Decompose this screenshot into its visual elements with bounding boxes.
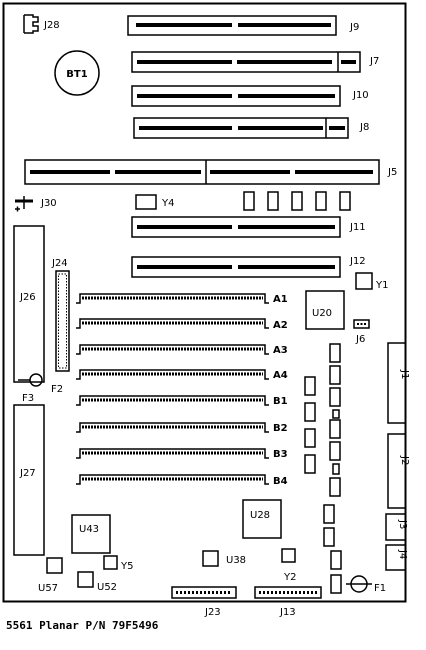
label-j28: J28 [43, 20, 60, 31]
chip-u20 [305, 290, 345, 330]
label-b2: B2 [273, 423, 288, 434]
fuse-f2 [29, 373, 43, 387]
label-j11: J11 [349, 222, 366, 233]
slot-j9 [127, 15, 337, 36]
label-j26: J26 [19, 292, 36, 303]
chip-u28 [242, 499, 282, 539]
chip-u43 [71, 514, 111, 554]
label-j23: J23 [204, 607, 221, 618]
label-j10: J10 [352, 90, 369, 101]
memory-sockets [76, 293, 269, 485]
slot-j8 [133, 117, 349, 139]
label-u52: U52 [97, 582, 117, 593]
label-f2: F2 [51, 384, 63, 395]
connector-j27 [13, 404, 45, 556]
label-j6: J6 [355, 334, 365, 345]
connector-j1 [387, 342, 405, 424]
connector-j2 [387, 433, 405, 509]
connector-j23 [171, 586, 237, 599]
label-j7: J7 [369, 56, 379, 67]
label-j30: J30 [40, 198, 57, 209]
connector-j26 [13, 225, 45, 383]
label-u28: U28 [250, 510, 270, 521]
socket-row [243, 191, 351, 211]
jumper-j6 [353, 319, 370, 329]
label-j5: J5 [387, 167, 397, 178]
label-bt1: BT1 [66, 69, 87, 80]
label-j12: J12 [349, 256, 366, 267]
chip-u38 [202, 550, 219, 567]
label-j27: J27 [19, 468, 36, 479]
label-a1: A1 [273, 294, 288, 305]
slot-j5 [24, 159, 380, 185]
label-u43: U43 [79, 524, 99, 535]
connector-j30 [15, 196, 33, 212]
label-a4: A4 [273, 370, 288, 381]
label-j13: J13 [279, 607, 296, 618]
label-j2: J2 [399, 455, 410, 465]
label-j4: J4 [397, 549, 408, 559]
connector-j4 [385, 544, 405, 571]
crystal-y5 [103, 555, 118, 570]
chip-u52 [77, 571, 94, 588]
connector-j28 [23, 14, 39, 34]
label-j9: J9 [349, 22, 359, 33]
label-y2: Y2 [283, 572, 296, 583]
slot-j12 [131, 256, 341, 278]
slot-j7 [131, 51, 361, 73]
component-column [304, 343, 342, 594]
label-u20: U20 [312, 308, 332, 319]
label-j3: J3 [397, 519, 408, 529]
fuse-f1 [346, 575, 372, 593]
slot-j10 [131, 85, 341, 107]
battery-bt1 [54, 50, 100, 96]
label-f1: F1 [374, 583, 386, 594]
label-b3: B3 [273, 449, 288, 460]
label-f3: F3 [22, 393, 34, 404]
chip-u57 [46, 557, 63, 574]
crystal-y1 [355, 272, 373, 290]
crystal-y2 [281, 548, 296, 563]
label-a3: A3 [273, 345, 288, 356]
slot-j11 [131, 216, 341, 238]
board-caption: 5561 Planar P/N 79F5496 [6, 619, 159, 632]
label-u57: U57 [38, 583, 58, 594]
connector-j24 [55, 270, 70, 372]
label-y4: Y4 [161, 198, 174, 209]
label-j8: J8 [359, 122, 369, 133]
label-b1: B1 [273, 396, 288, 407]
label-b4: B4 [273, 476, 288, 487]
label-j24: J24 [51, 258, 68, 269]
connector-j3 [385, 513, 405, 541]
label-u38: U38 [226, 555, 246, 566]
label-j1: J1 [399, 369, 410, 379]
crystal-y4 [135, 194, 157, 210]
label-y5: Y5 [120, 561, 133, 572]
connector-j13 [254, 586, 322, 599]
board-outline [2, 2, 407, 603]
label-y1: Y1 [375, 280, 388, 291]
label-a2: A2 [273, 320, 288, 331]
